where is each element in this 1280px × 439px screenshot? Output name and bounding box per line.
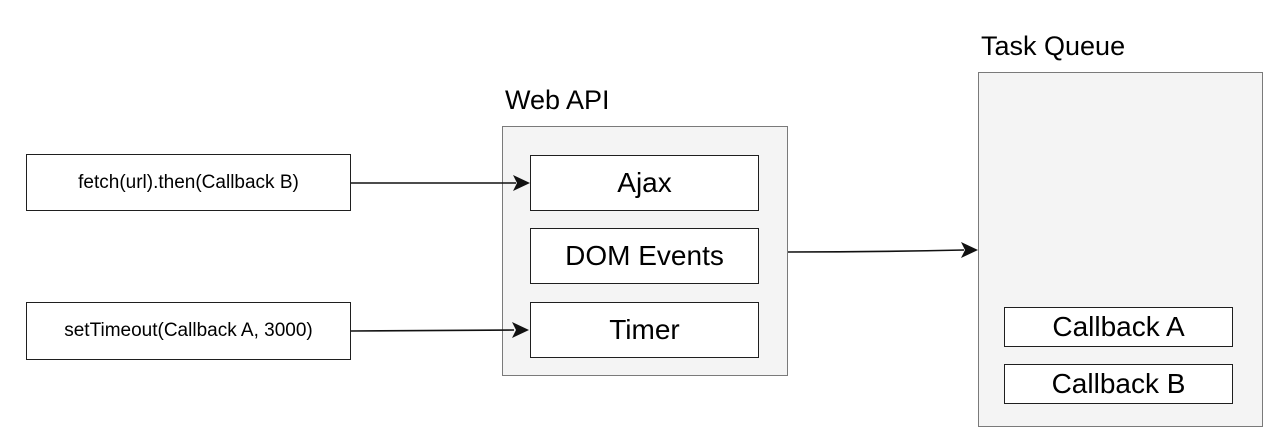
settimeout-label: setTimeout(Callback A, 3000) bbox=[64, 320, 313, 341]
task-queue-title: Task Queue bbox=[981, 31, 1126, 61]
callback-label: Callback B bbox=[1051, 368, 1186, 399]
task-queue-callback-b: Callback B bbox=[1004, 364, 1233, 404]
arrow-fetch-to-ajax bbox=[351, 175, 530, 191]
settimeout-box: setTimeout(Callback A, 3000) bbox=[26, 302, 351, 360]
fetch-box: fetch(url).then(Callback B) bbox=[26, 154, 351, 211]
web-api-item-label: DOM Events bbox=[565, 240, 724, 271]
web-api-item-dom-events: DOM Events bbox=[530, 228, 759, 284]
arrow-webapi-to-taskqueue bbox=[787, 242, 978, 258]
callback-label: Callback A bbox=[1052, 311, 1185, 342]
web-api-item-timer: Timer bbox=[530, 302, 759, 358]
web-api-item-label: Ajax bbox=[617, 167, 672, 198]
web-api-item-label: Timer bbox=[609, 314, 680, 345]
fetch-label: fetch(url).then(Callback B) bbox=[78, 171, 299, 193]
task-queue-callback-a: Callback A bbox=[1004, 307, 1233, 347]
arrow-settimeout-to-timer bbox=[350, 322, 529, 338]
web-api-item-ajax: Ajax bbox=[530, 155, 759, 211]
web-api-title: Web API bbox=[505, 85, 610, 115]
